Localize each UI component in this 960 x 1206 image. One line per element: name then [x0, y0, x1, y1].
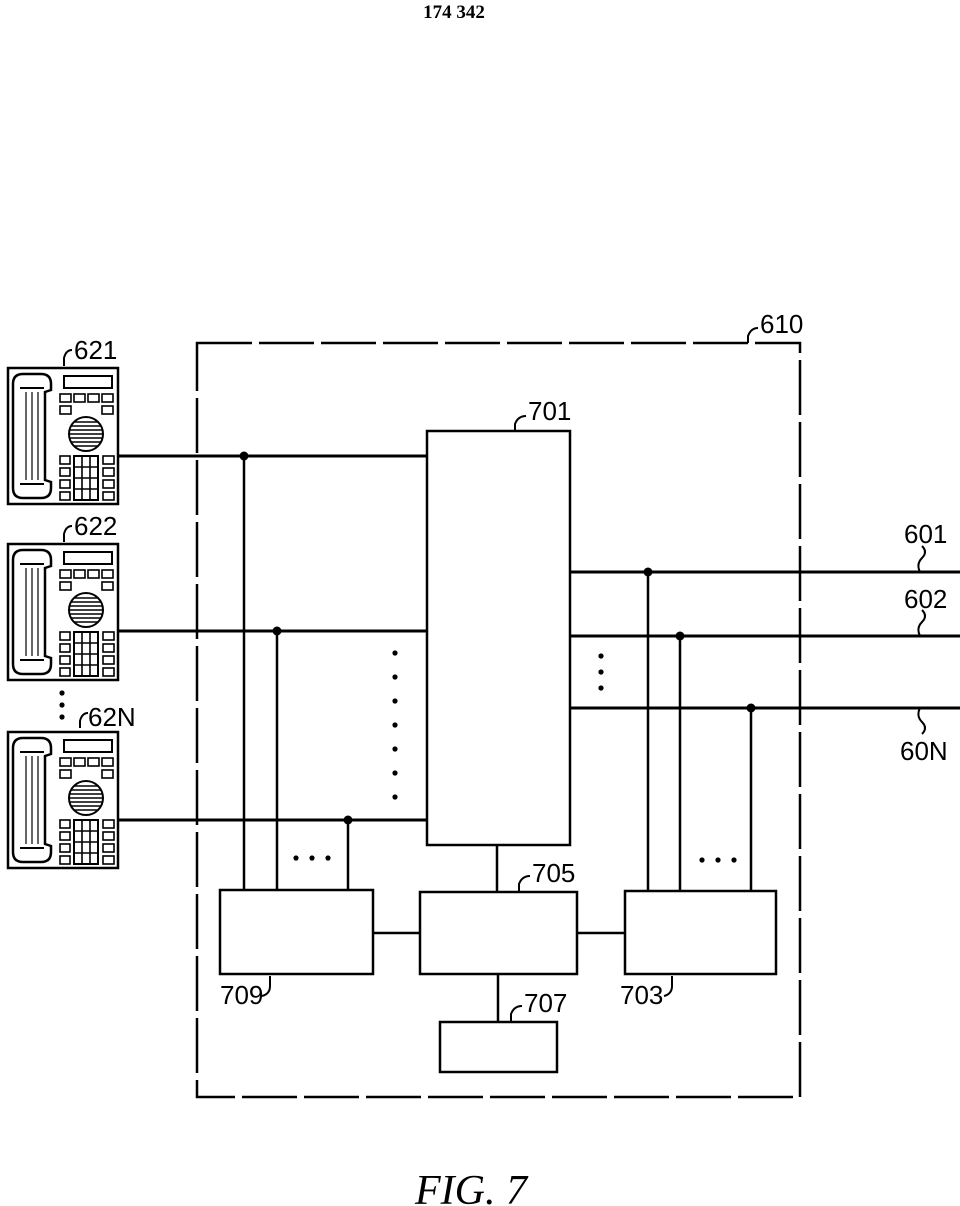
- enclosure-610: [195, 341, 802, 1099]
- ellipsis-709: [293, 855, 331, 861]
- block-707: [438, 1020, 559, 1074]
- block-705: [418, 890, 579, 976]
- block-703: [623, 889, 778, 976]
- label-622: 622: [74, 511, 117, 541]
- telephone-621-icon: [6, 366, 120, 506]
- label-610: 610: [760, 309, 803, 339]
- ellipsis-703: [699, 857, 737, 863]
- label-709: 709: [220, 980, 263, 1010]
- label-602: 602: [904, 584, 947, 614]
- label-60N: 60N: [900, 736, 948, 766]
- block-701: [425, 429, 572, 847]
- ellipsis-phone-lines: [392, 650, 398, 800]
- telephone-622-icon: [6, 542, 120, 682]
- ellipsis-trunk-lines: [598, 653, 604, 691]
- label-621: 621: [74, 335, 117, 365]
- label-62N: 62N: [88, 702, 136, 732]
- document-number: 174 342: [423, 2, 485, 23]
- label-705: 705: [532, 858, 575, 888]
- label-707: 707: [524, 988, 567, 1018]
- phone-ellipsis: [59, 690, 65, 720]
- label-703: 703: [620, 980, 663, 1010]
- figure-caption: FIG. 7: [414, 1168, 529, 1206]
- telephone-62N-icon: [6, 730, 120, 870]
- block-709: [218, 888, 375, 976]
- label-701: 701: [528, 396, 571, 426]
- label-601: 601: [904, 519, 947, 549]
